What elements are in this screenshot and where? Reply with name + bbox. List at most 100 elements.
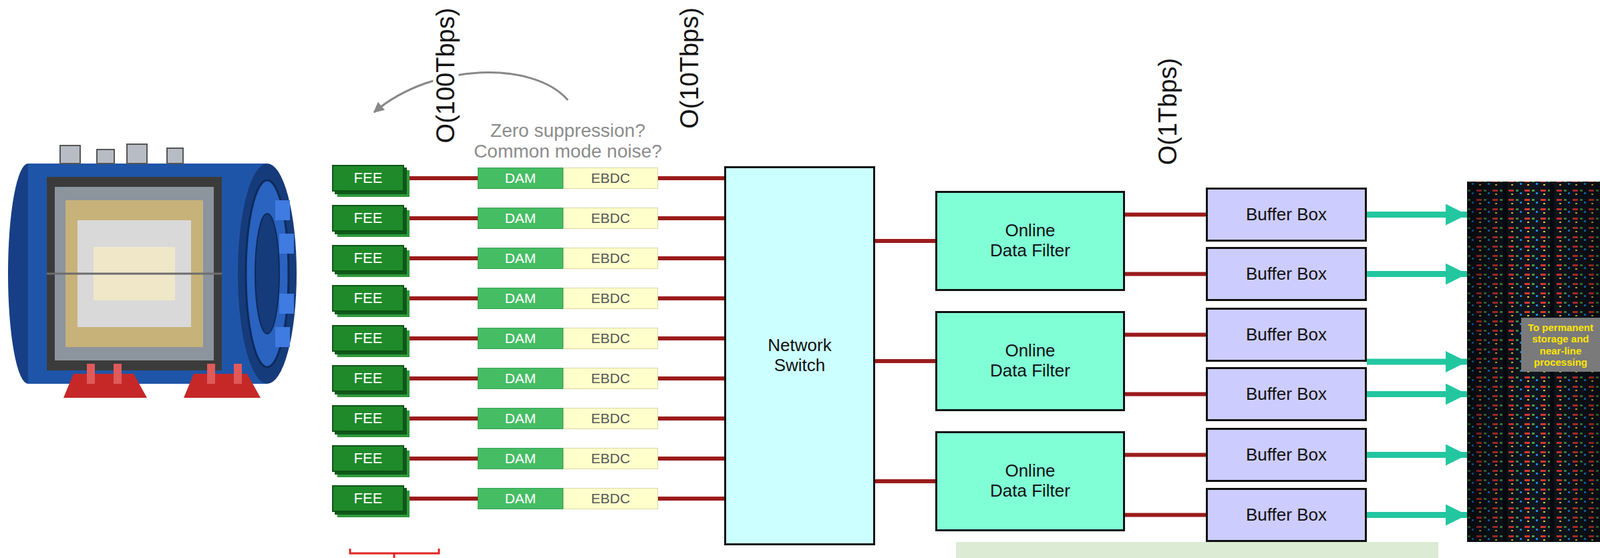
- ebdc-box: EBDC: [563, 328, 659, 350]
- support-foot: [183, 374, 261, 399]
- box-label: FEE: [354, 330, 383, 347]
- buffer-box: Buffer Box: [1205, 187, 1367, 242]
- ebdc-box: EBDC: [563, 368, 659, 390]
- detector-body: [28, 163, 268, 385]
- box-label: DAM: [505, 170, 537, 187]
- detector-block: [279, 293, 294, 314]
- box-label: EBDC: [591, 410, 630, 427]
- support-leg: [113, 364, 122, 385]
- box-label: EBDC: [591, 330, 630, 347]
- detector-block: [279, 233, 294, 254]
- dam-box: DAM: [477, 287, 564, 310]
- box-label: Online Data Filter: [987, 221, 1073, 262]
- box-label: Online Data Filter: [987, 341, 1073, 382]
- detector-illustration: [8, 144, 297, 399]
- bandwidth-label: O(1Tbps): [1155, 56, 1181, 168]
- box-label: DAM: [505, 330, 537, 347]
- flow-arrow: [1366, 452, 1468, 459]
- data-link: [658, 176, 725, 181]
- data-link: [658, 376, 725, 381]
- flow-arrow: [1366, 271, 1468, 278]
- data-link: [404, 336, 478, 341]
- service-box: [96, 149, 115, 164]
- data-link: [875, 239, 936, 244]
- data-link: [404, 256, 478, 261]
- box-label: Buffer Box: [1245, 264, 1327, 285]
- ebdc-box: EBDC: [563, 488, 659, 510]
- data-link: [404, 216, 478, 221]
- box-label: FEE: [354, 450, 383, 467]
- filter-box: Online Data Filter: [935, 191, 1126, 292]
- data-link: [875, 359, 936, 364]
- detector-cutaway: [46, 177, 222, 371]
- fee-box: FEE: [332, 445, 405, 473]
- data-link: [658, 416, 725, 421]
- ebdc-box: EBDC: [563, 408, 659, 430]
- flow-arrow: [1366, 359, 1468, 366]
- box-label: DAM: [505, 250, 537, 267]
- storage-image: To permanent storage and near-line proce…: [1467, 181, 1600, 543]
- box-label: EBDC: [591, 170, 630, 187]
- box-label: DAM: [505, 290, 537, 307]
- buffer-box: Buffer Box: [1205, 488, 1367, 543]
- dam-box: DAM: [477, 167, 564, 190]
- data-link: [658, 456, 725, 461]
- data-link: [1125, 333, 1206, 338]
- bandwidth-label: O(100Tbps): [432, 5, 459, 145]
- detector-endcap: [237, 163, 297, 385]
- dam-box: DAM: [477, 328, 564, 350]
- detector-ring: [255, 213, 280, 335]
- service-box: [60, 145, 81, 164]
- data-link: [404, 376, 478, 381]
- box-label: FEE: [354, 370, 383, 387]
- dam-box: DAM: [477, 247, 564, 270]
- dam-box: DAM: [477, 488, 564, 510]
- box-label: EBDC: [591, 250, 630, 267]
- box-label: DAM: [505, 491, 537, 508]
- box-label: EBDC: [591, 210, 630, 227]
- detector-block: [275, 200, 290, 221]
- ebdc-box: EBDC: [563, 167, 659, 190]
- data-link: [1125, 213, 1206, 218]
- flow-arrow: [1366, 211, 1468, 218]
- fee-box: FEE: [332, 165, 405, 192]
- box-label: Online Data Filter: [987, 461, 1073, 502]
- data-link: [658, 497, 725, 502]
- dam-box: DAM: [477, 448, 564, 470]
- beam-pipe: [46, 273, 222, 276]
- data-link: [658, 296, 725, 301]
- buffer-box: Buffer Box: [1205, 307, 1367, 363]
- box-label: DAM: [505, 370, 537, 387]
- box-label: FEE: [354, 169, 383, 187]
- ebdc-box: EBDC: [563, 247, 659, 270]
- fee-box: FEE: [332, 405, 405, 433]
- dam-box: DAM: [477, 207, 564, 230]
- box-label: EBDC: [591, 450, 630, 467]
- note-text: Zero suppression? Common mode noise?: [467, 120, 669, 163]
- support-leg: [233, 364, 242, 385]
- data-link: [658, 256, 725, 261]
- data-link: [404, 416, 478, 421]
- fee-box: FEE: [332, 325, 405, 353]
- box-label: EBDC: [591, 370, 630, 387]
- box-label: Buffer Box: [1245, 384, 1327, 405]
- filter-box: Online Data Filter: [935, 311, 1126, 412]
- fee-box: FEE: [332, 365, 405, 393]
- box-label: EBDC: [591, 290, 630, 307]
- buffer-box: Buffer Box: [1205, 428, 1367, 483]
- box-label: FEE: [354, 209, 383, 227]
- flow-arrow: [1366, 512, 1468, 519]
- box-label: DAM: [505, 410, 537, 427]
- data-link: [875, 479, 936, 484]
- data-link: [404, 176, 478, 181]
- data-link: [404, 456, 478, 461]
- box-label: Buffer Box: [1245, 445, 1327, 466]
- network-switch-box: Network Switch: [724, 166, 876, 546]
- fee-box: FEE: [332, 205, 405, 232]
- data-link: [1125, 392, 1206, 397]
- flow-arrow: [1366, 391, 1468, 398]
- box-label: Buffer Box: [1245, 325, 1327, 346]
- fee-box: FEE: [332, 245, 405, 272]
- box-label: EBDC: [591, 491, 630, 508]
- ebdc-box: EBDC: [563, 448, 659, 470]
